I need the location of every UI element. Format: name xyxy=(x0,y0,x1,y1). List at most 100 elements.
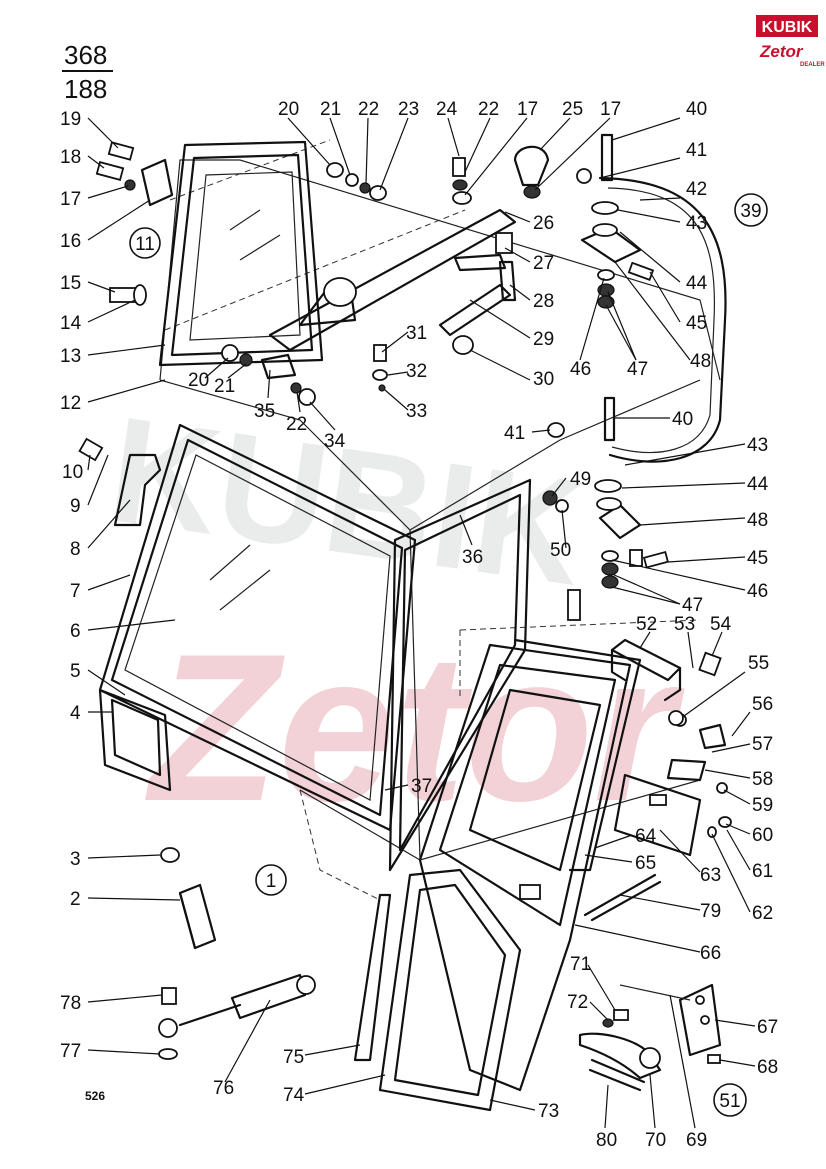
callout-50: 50 xyxy=(550,540,571,561)
callout-47: 47 xyxy=(627,359,648,380)
assembly-circle-39 xyxy=(734,193,768,227)
lower-door-glass xyxy=(353,868,522,1112)
assembly-label-11: 11 xyxy=(135,234,155,255)
page-index-top: 368 xyxy=(64,40,107,70)
callout-17-c: 17 xyxy=(600,99,621,120)
callout-36: 36 xyxy=(462,547,483,568)
callout-6: 6 xyxy=(70,621,81,642)
door-latch-plate xyxy=(519,884,541,900)
corner-box xyxy=(98,688,172,792)
callout-63: 63 xyxy=(700,865,721,886)
callout-59: 59 xyxy=(752,795,773,816)
brand-logo: KUBIK Zetor DEALER xyxy=(756,15,825,68)
callout-79: 79 xyxy=(700,901,721,922)
leader-lines xyxy=(87,117,756,1129)
callout-33: 33 xyxy=(406,401,427,422)
logo-zetor-text: Zetor xyxy=(759,42,804,61)
callout-57: 57 xyxy=(752,734,773,755)
callout-20-b: 20 xyxy=(188,370,209,391)
callout-7: 7 xyxy=(70,581,81,602)
callout-22-c: 22 xyxy=(286,414,307,435)
callout-17: 17 xyxy=(60,189,81,210)
callout-12: 12 xyxy=(60,393,81,414)
callout-37: 37 xyxy=(411,776,432,797)
callout-34: 34 xyxy=(324,431,346,452)
callout-9: 9 xyxy=(70,496,81,517)
upper-hinge-stack xyxy=(580,133,642,309)
grab-rail xyxy=(598,176,727,463)
callout-48-b: 48 xyxy=(747,510,768,531)
callout-40-b: 40 xyxy=(672,409,693,430)
assembly-label-51: 51 xyxy=(719,1091,740,1112)
callout-5: 5 xyxy=(70,661,81,682)
callout-41: 41 xyxy=(686,140,707,161)
callout-61: 61 xyxy=(752,861,773,882)
callout-2: 2 xyxy=(70,889,81,910)
callout-15: 15 xyxy=(60,273,81,294)
roof-handle-plate xyxy=(268,208,517,352)
logo-kubik-text: KUBIK xyxy=(762,19,813,36)
assembly-label-39: 39 xyxy=(740,201,761,222)
gas-strut xyxy=(158,973,316,1060)
callout-4: 4 xyxy=(70,703,81,724)
hinge-block xyxy=(95,141,174,207)
assembly-label-1: 1 xyxy=(266,871,277,892)
callout-70: 70 xyxy=(645,1130,666,1151)
callout-29: 29 xyxy=(533,329,554,350)
callout-18: 18 xyxy=(60,147,81,168)
callout-77: 77 xyxy=(60,1041,81,1062)
callout-45-b: 45 xyxy=(747,548,768,569)
callout-75: 75 xyxy=(283,1047,304,1068)
callout-64: 64 xyxy=(635,826,657,847)
callout-68: 68 xyxy=(757,1057,778,1078)
callout-44-b: 44 xyxy=(747,474,769,495)
door-frame xyxy=(418,638,642,1092)
callout-43-b: 43 xyxy=(747,435,768,456)
callout-74: 74 xyxy=(283,1085,305,1106)
callout-13: 13 xyxy=(60,346,81,367)
callout-30: 30 xyxy=(533,369,554,390)
callout-10: 10 xyxy=(62,462,83,483)
callout-22-b: 22 xyxy=(478,99,499,120)
door-stop-bracket xyxy=(610,638,722,702)
callout-24: 24 xyxy=(436,99,458,120)
rubber-block xyxy=(178,883,217,950)
callout-71: 71 xyxy=(570,954,591,975)
callout-44: 44 xyxy=(686,273,708,294)
callout-66: 66 xyxy=(700,943,721,964)
callout-labels: 19 18 17 16 15 14 13 12 10 9 8 7 6 5 4 3… xyxy=(60,99,778,1151)
callout-46-b: 46 xyxy=(747,581,768,602)
watermark: KUBIK Zetor xyxy=(100,384,685,845)
callout-41-b: 41 xyxy=(504,423,525,444)
callout-43: 43 xyxy=(686,213,707,234)
callout-69: 69 xyxy=(686,1130,707,1151)
callout-8: 8 xyxy=(70,539,81,560)
assembly-circle-51 xyxy=(713,1083,747,1117)
callout-76: 76 xyxy=(213,1078,234,1099)
bolt-14 xyxy=(109,284,147,306)
callout-73: 73 xyxy=(538,1101,559,1122)
callout-65: 65 xyxy=(635,853,656,874)
callout-14: 14 xyxy=(60,313,82,334)
callout-31: 31 xyxy=(406,323,427,344)
callout-56: 56 xyxy=(752,694,773,715)
callout-21-b: 21 xyxy=(214,376,235,397)
callout-42: 42 xyxy=(686,179,707,200)
callout-72: 72 xyxy=(567,992,588,1013)
callout-60: 60 xyxy=(752,825,773,846)
door-lock-body xyxy=(619,983,722,1057)
callout-28: 28 xyxy=(533,291,554,312)
callout-21: 21 xyxy=(320,99,341,120)
page-code: 526 xyxy=(85,1089,105,1103)
logo-dealer-text: DEALER xyxy=(800,62,825,68)
callout-48: 48 xyxy=(690,351,711,372)
callout-58: 58 xyxy=(752,769,773,790)
callout-22: 22 xyxy=(358,99,379,120)
callout-26: 26 xyxy=(533,213,554,234)
callout-67: 67 xyxy=(757,1017,778,1038)
callout-47-b: 47 xyxy=(682,595,703,616)
callout-19: 19 xyxy=(60,109,81,130)
callout-80: 80 xyxy=(596,1130,617,1151)
callout-16: 16 xyxy=(60,231,81,252)
